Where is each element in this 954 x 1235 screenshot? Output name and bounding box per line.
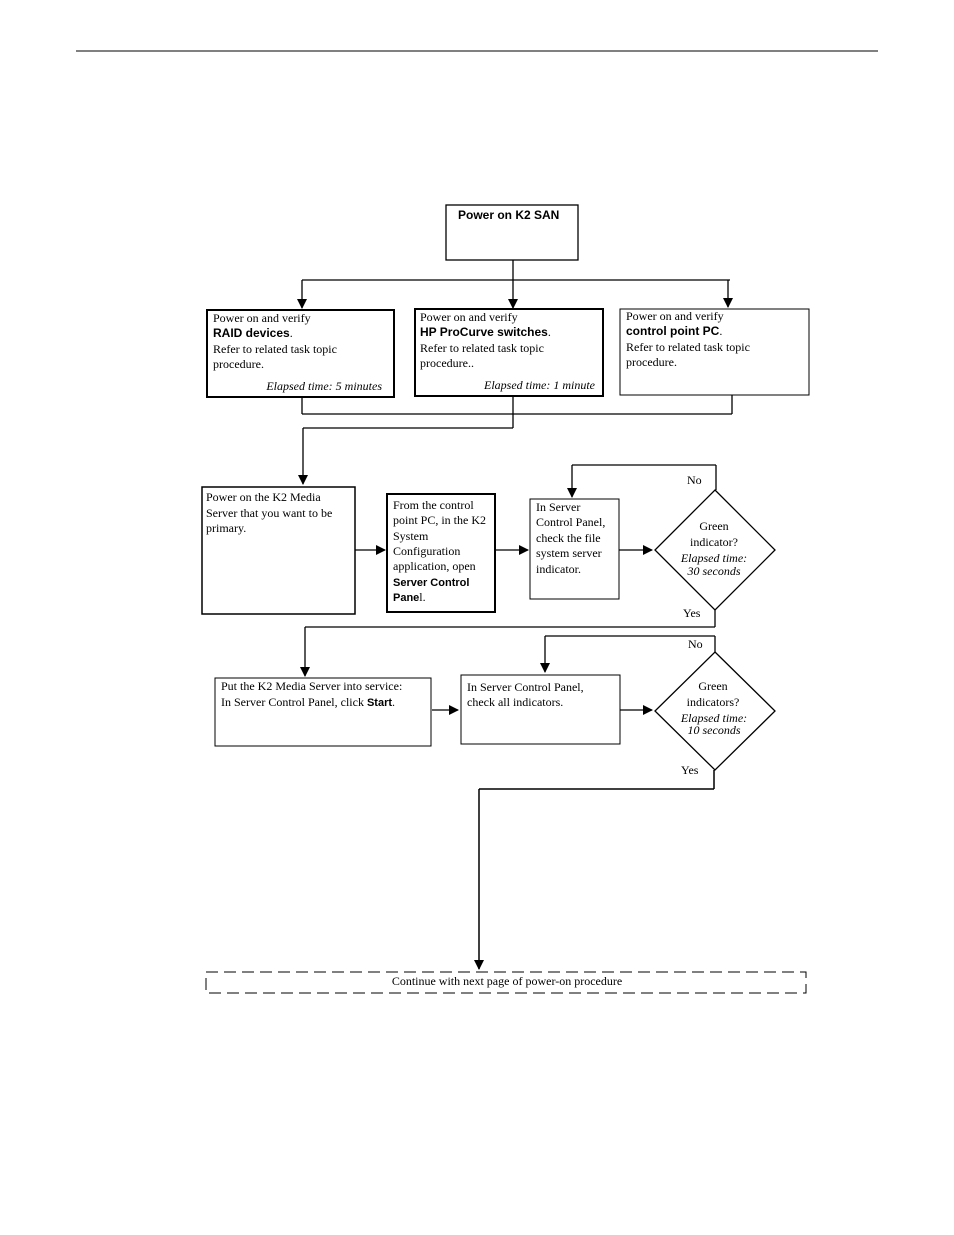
check-fs-box	[529, 498, 620, 600]
switches-elapsed: Elapsed time: 1 minute	[483, 378, 596, 392]
open-scp-line5: application, open	[393, 559, 476, 573]
decision2-elapsed1: Elapsed time:	[680, 711, 747, 725]
start-box-title: Power on K2 SAN	[458, 208, 559, 222]
open-scp-line1: From the control	[393, 498, 474, 512]
switches-line2: HP ProCurve switches.	[420, 325, 551, 339]
pc-box	[619, 308, 810, 396]
decision1-elapsed1: Elapsed time:	[680, 551, 747, 565]
service-box	[214, 677, 432, 747]
connector-no-loop2	[540, 635, 716, 673]
raid-line4: procedure.	[213, 357, 264, 371]
connector-merge	[298, 395, 733, 485]
open-scp-line2: point PC, in the K2	[393, 513, 486, 527]
connector-no-loop1	[567, 464, 717, 498]
check-all-line1: In Server Control Panel,	[467, 680, 584, 694]
service-line1: Put the K2 Media Server into service:	[221, 679, 402, 693]
open-scp-line7: Panel.	[393, 590, 426, 604]
check-all-line2: check all indicators.	[467, 695, 563, 709]
start-box	[445, 204, 579, 261]
decision2-no-label: No	[688, 637, 703, 651]
raid-line1: Power on and verify	[213, 311, 311, 325]
decision2-line2: indicators?	[687, 695, 740, 709]
decision1-diamond	[654, 489, 776, 611]
connector-yes2	[474, 770, 715, 970]
decision1-no-label: No	[687, 473, 702, 487]
check-fs-line1: In Server	[536, 500, 580, 514]
media-server-line2: Server that you want to be	[206, 506, 332, 520]
decision2-diamond	[654, 651, 776, 771]
pc-line2: control point PC.	[626, 324, 722, 338]
continue-text: Continue with next page of power-on proc…	[392, 974, 622, 988]
media-server-box	[201, 486, 356, 615]
pc-line4: procedure.	[626, 355, 677, 369]
open-scp-line4: Configuration	[393, 544, 460, 558]
switches-line1: Power on and verify	[420, 310, 518, 324]
open-scp-line3: System	[393, 529, 429, 543]
open-scp-box	[386, 493, 496, 613]
raid-line2: RAID devices.	[213, 326, 293, 340]
decision1-line2: indicator?	[690, 535, 738, 549]
check-fs-line2: Control Panel,	[536, 515, 605, 529]
decision2-yes-label: Yes	[681, 763, 699, 777]
connector-yes1	[300, 610, 716, 677]
switches-line3: Refer to related task topic	[420, 341, 544, 355]
decision2-elapsed2: 10 seconds	[688, 723, 741, 737]
connector-split	[297, 260, 733, 309]
raid-elapsed: Elapsed time: 5 minutes	[265, 379, 382, 393]
continue-box	[205, 971, 807, 994]
service-line2: In Server Control Panel, click Start.	[221, 695, 395, 709]
decision1-yes-label: Yes	[683, 606, 701, 620]
pc-line3: Refer to related task topic	[626, 340, 750, 354]
pc-line1: Power on and verify	[626, 309, 724, 323]
check-fs-line4: system server	[536, 546, 602, 560]
switches-line4: procedure..	[420, 356, 474, 370]
raid-box	[206, 309, 395, 398]
media-server-line1: Power on the K2 Media	[206, 490, 321, 504]
switches-box	[414, 308, 604, 397]
raid-line3: Refer to related task topic	[213, 342, 337, 356]
check-fs-line5: indicator.	[536, 562, 581, 576]
media-server-line3: primary.	[206, 521, 246, 535]
decision1-line1: Green	[699, 519, 728, 533]
decision1-elapsed2: 30 seconds	[687, 564, 741, 578]
open-scp-line6: Server Control	[393, 577, 469, 589]
decision2-line1: Green	[698, 679, 727, 693]
check-fs-line3: check the file	[536, 531, 601, 545]
